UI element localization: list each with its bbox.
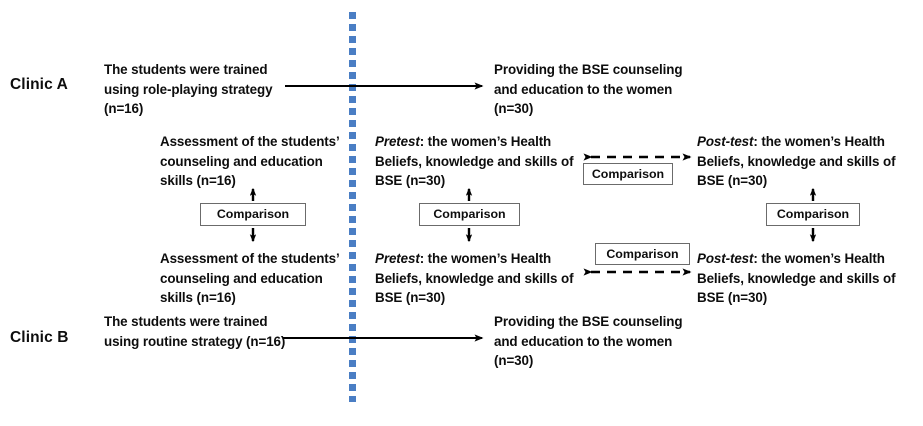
clinic-a-intervention-text: Providing the BSE counseling and educati… [494, 62, 683, 116]
clinic-a-posttest-lead: Post-test [697, 134, 754, 149]
clinic-b-intervention-text: Providing the BSE counseling and educati… [494, 314, 683, 368]
clinic-a-pretest-rest: : the women’s Health Beliefs, knowledge … [375, 134, 574, 188]
comparison-box-posttest-between-clinics[interactable]: Comparison [766, 203, 860, 226]
clinic-a-posttest-rest: : the women’s Health Beliefs, knowledge … [697, 134, 896, 188]
clinic-b-posttest-text: Post-test: the women’s Health Beliefs, k… [697, 249, 912, 308]
vertical-dotted-divider [349, 12, 356, 402]
clinic-a-assessment-text: Assessment of the students’ counseling a… [160, 134, 339, 188]
clinic-b-label: Clinic B [10, 329, 69, 346]
comparison-box-skills[interactable]: Comparison [200, 203, 306, 226]
clinic-a-label: Clinic A [10, 76, 68, 93]
clinic-a-posttest-text: Post-test: the women’s Health Beliefs, k… [697, 132, 912, 191]
clinic-b-posttest-lead: Post-test [697, 251, 754, 266]
comparison-box-pretest-posttest-clinic-a[interactable]: Comparison [583, 163, 673, 185]
clinic-b-posttest-rest: : the women’s Health Beliefs, knowledge … [697, 251, 896, 305]
clinic-b-pretest-rest: : the women’s Health Beliefs, knowledge … [375, 251, 574, 305]
comparison-box-pretest-posttest-clinic-b[interactable]: Comparison [595, 243, 690, 265]
clinic-a-pretest-lead: Pretest [375, 134, 420, 149]
clinic-b-pretest-text: Pretest: the women’s Health Beliefs, kno… [375, 249, 580, 308]
comparison-box-pretest-between-clinics[interactable]: Comparison [419, 203, 520, 226]
clinic-b-training-text: The students were trained using routine … [104, 314, 286, 349]
clinic-b-assessment-text: Assessment of the students’ counseling a… [160, 251, 339, 305]
clinic-b-pretest-lead: Pretest [375, 251, 420, 266]
clinic-a-training-text: The students were trained using role-pla… [104, 62, 273, 116]
clinic-a-pretest-text: Pretest: the women’s Health Beliefs, kno… [375, 132, 580, 191]
